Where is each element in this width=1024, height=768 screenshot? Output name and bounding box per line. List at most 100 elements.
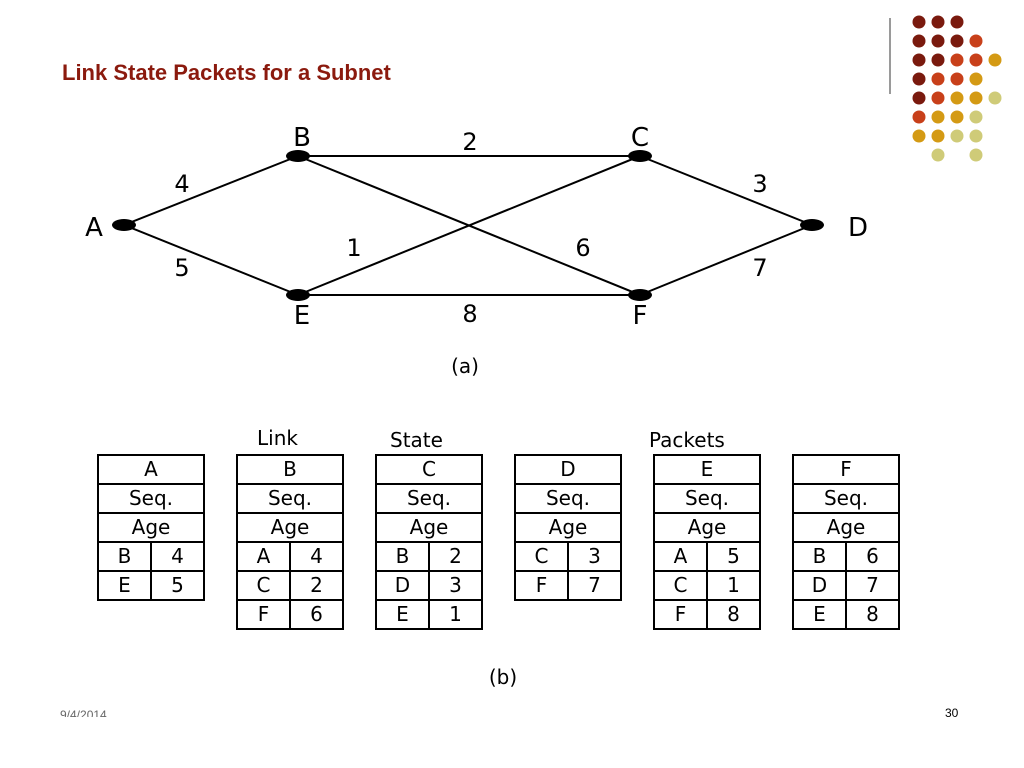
lsp-seq-field: Seq. [236,483,344,514]
header-word-link: Link [257,426,298,450]
lsp-neighbor: A [236,541,291,572]
lsp-seq-field: Seq. [792,483,900,514]
decor-dot [950,91,964,105]
edge-a-e [123,224,299,296]
lsp-neighbor: D [792,570,847,601]
decor-dot [988,53,1002,67]
decor-dot [931,129,945,143]
lsp-neighbor: C [653,570,708,601]
decor-dot [950,129,964,143]
lsp-cost: 2 [428,541,483,572]
lsp-neighbor: E [792,599,847,630]
decor-dot [931,72,945,86]
decor-dot [969,110,983,124]
decor-dot [950,34,964,48]
lsp-neighbor: E [97,570,152,601]
lsp-age-field: Age [97,512,205,543]
lsp-neighbor: C [514,541,569,572]
decor-dot [912,15,926,29]
lsp-neighbor: F [653,599,708,630]
decor-dot [950,15,964,29]
edge-weight-label: 6 [575,234,590,262]
edge-c-d [639,155,813,226]
decor-dot [969,53,983,67]
decor-dot [969,72,983,86]
edge-weight-label: 8 [462,300,477,328]
lsp-age-field: Age [792,512,900,543]
lsp-neighbor: B [792,541,847,572]
lsp-age-field: Age [653,512,761,543]
decor-dot [950,110,964,124]
lsp-cost: 3 [567,541,622,572]
graph-caption: (a) [451,354,479,378]
decor-dot [912,53,926,67]
lsp-neighbor: D [375,570,430,601]
decor-dot [912,129,926,143]
slide-date: 9/4/2014 [60,708,107,717]
node-a [112,219,136,231]
lsp-cost: 8 [706,599,761,630]
decor-dot [931,34,945,48]
decor-dot [931,53,945,67]
lsp-neighbor: A [653,541,708,572]
lsp-cost: 4 [289,541,344,572]
lsp-cost: 8 [845,599,900,630]
decor-dot [969,148,983,162]
lsp-cost: 5 [150,570,205,601]
lsp-seq-field: Seq. [375,483,483,514]
decor-dot [969,34,983,48]
lsp-seq-field: Seq. [514,483,622,514]
decor-dot [912,91,926,105]
edge-d-f [639,224,813,296]
lsp-age-field: Age [236,512,344,543]
decor-dot [950,53,964,67]
packets-caption: (b) [489,665,517,689]
lsp-seq-field: Seq. [97,483,205,514]
decor-dot [912,110,926,124]
slide-page-number: 30 [945,706,959,720]
lsp-neighbor: B [375,541,430,572]
decor-dot [912,72,926,86]
lsp-neighbor: F [514,570,569,601]
node-label-e: E [294,301,310,331]
lsp-router-name: C [375,454,483,485]
header-word-state: State [390,428,443,452]
edge-weight-label: 1 [346,234,361,262]
lsp-cost: 1 [428,599,483,630]
lsp-router-name: E [653,454,761,485]
lsp-router-name: F [792,454,900,485]
lsp-cost: 7 [567,570,622,601]
node-label-b: B [293,123,311,153]
lsp-age-field: Age [375,512,483,543]
decor-dot [931,148,945,162]
decorative-dot-grid [912,15,1002,162]
edge-weight-label: 3 [752,170,767,198]
title-divider [889,18,891,94]
edge-a-b [123,155,299,226]
lsp-cost: 4 [150,541,205,572]
lsp-neighbor: C [236,570,291,601]
lsp-neighbor: B [97,541,152,572]
lsp-cost: 5 [706,541,761,572]
node-label-f: F [633,301,648,331]
decor-dot [969,129,983,143]
decor-dot [950,72,964,86]
lsp-cost: 3 [428,570,483,601]
node-e [286,289,310,301]
lsp-neighbor: E [375,599,430,630]
